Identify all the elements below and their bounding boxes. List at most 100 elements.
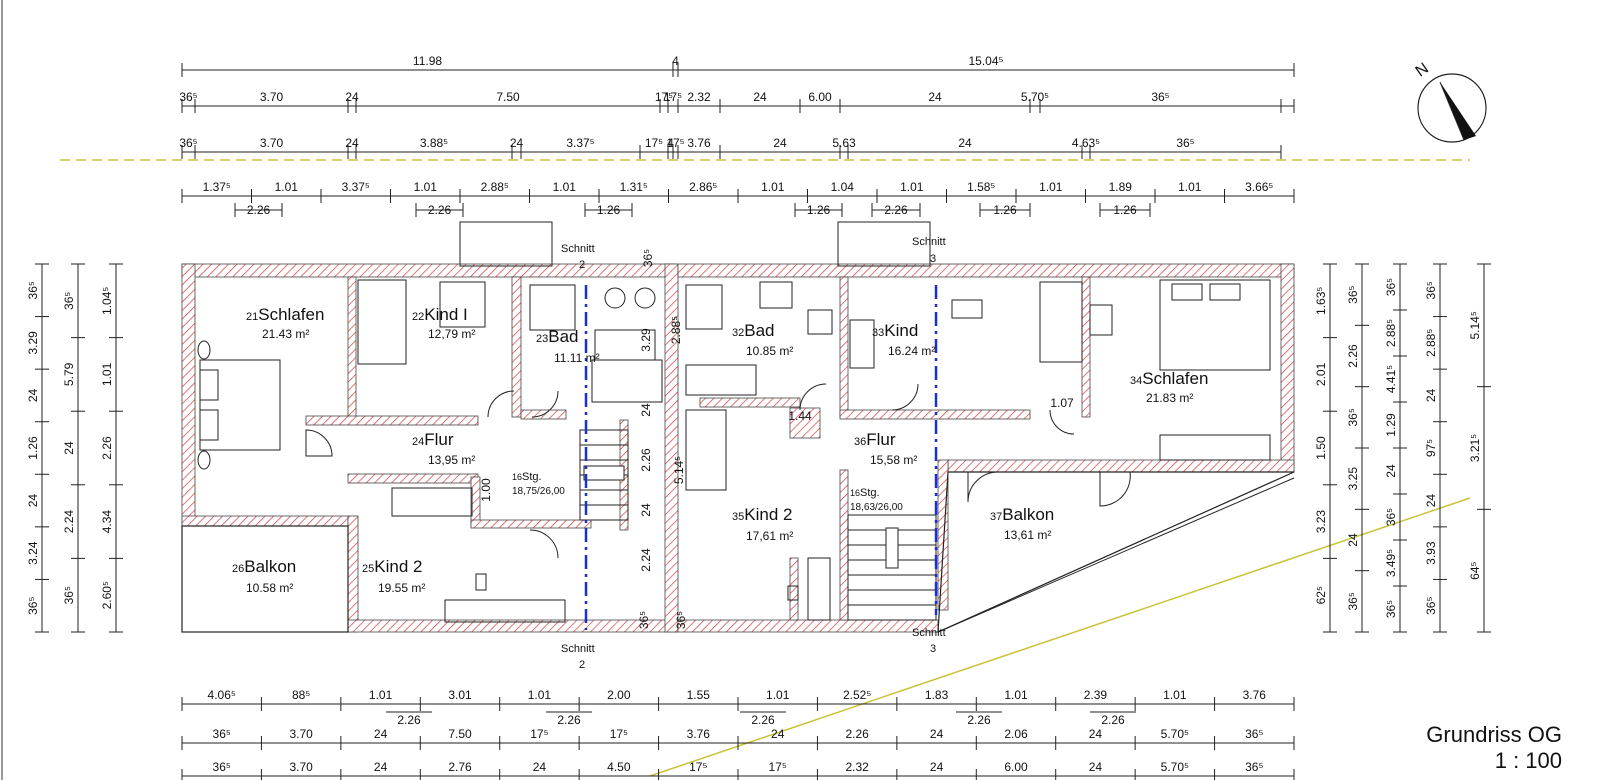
dim-label: 24 <box>1089 760 1103 774</box>
dim-label: 2.26 <box>845 727 869 741</box>
dim-label: 36⁵ <box>26 281 40 299</box>
dim-label: 2.39 <box>1084 688 1108 702</box>
dim-label: 88⁵ <box>292 688 310 702</box>
dim-label: 24 <box>26 494 40 508</box>
dim-label: 36⁵ <box>1151 90 1169 104</box>
dim-label: 1.01 <box>553 180 577 194</box>
dim-label: 36⁵ <box>1424 281 1438 299</box>
drawing-scale: 1 : 100 <box>1494 748 1562 773</box>
dim-label: 36⁵ <box>62 292 76 310</box>
inner-dim-label: 1.07 <box>1050 396 1074 410</box>
dim-label: 1.83 <box>925 688 949 702</box>
dim-label: 62⁵ <box>1314 586 1328 604</box>
dim-label: 36⁵ <box>62 586 76 604</box>
room-23-area: 11.11 m² <box>554 351 600 365</box>
dim-label: 24 <box>1346 533 1360 547</box>
room-35-area: 17,61 m² <box>746 529 793 543</box>
dim-label: 36⁵ <box>1424 597 1438 615</box>
dim-label: 7.50 <box>496 90 520 104</box>
dim-label: 5.70⁵ <box>1021 90 1049 104</box>
dim-label: 1.26 <box>1113 203 1137 217</box>
dim-label: 24 <box>930 727 944 741</box>
dim-label: 17⁵ <box>610 727 628 741</box>
dim-label: 2.24 <box>62 510 76 534</box>
dim-label: 1.50 <box>1314 436 1328 460</box>
dim-label: 24 <box>958 136 972 150</box>
room-37-area: 13,61 m² <box>1004 528 1051 542</box>
dim-label: 17⁵ <box>664 90 682 104</box>
room-21-name: 21Schlafen <box>246 305 324 324</box>
inner-dim-label: 2.26 <box>639 448 653 472</box>
dim-label: 24 <box>510 136 524 150</box>
dim-label: 36⁵ <box>1384 508 1398 526</box>
stair-left-spec: 18,75/26,00 <box>512 486 565 497</box>
room-26-name: 26Balkon <box>232 557 296 576</box>
dim-label: 24 <box>345 90 359 104</box>
dim-label: 17⁵ <box>666 136 684 150</box>
dim-label: 1.01 <box>100 362 114 386</box>
dim-label: 4.63⁵ <box>1072 136 1100 150</box>
dim-label: 1.01 <box>900 180 924 194</box>
north-label: N <box>1413 60 1432 81</box>
dim-label: 36⁵ <box>179 90 197 104</box>
dim-label: 3.66⁵ <box>1245 180 1273 194</box>
dim-label: 1.55 <box>687 688 711 702</box>
section-marker-top-3-num: 3 <box>930 253 936 265</box>
balcony-37-outline <box>937 471 1295 633</box>
dim-label: 1.01 <box>1039 180 1063 194</box>
inner-dim-label: 1.44 <box>788 409 812 423</box>
inner-dim-label: 1.00 <box>479 478 493 502</box>
inner-dim-label: 36⁵ <box>641 249 655 267</box>
section-marker-top-2-num: 2 <box>579 259 585 271</box>
dim-label: 1.04 <box>831 180 855 194</box>
dim-label: 1.01 <box>275 180 299 194</box>
dim-label: 1.31⁵ <box>620 180 648 194</box>
dim-label: 97⁵ <box>1424 439 1438 457</box>
dim-label: 6.00 <box>808 90 832 104</box>
dim-label: 2.00 <box>607 688 631 702</box>
dim-label: 24 <box>771 727 785 741</box>
stair-right-spec: 18,63/26,00 <box>850 502 903 513</box>
dim-label: 2.01 <box>1314 362 1328 386</box>
room-21-area: 21.43 m² <box>262 327 309 341</box>
dim-label: 3.24 <box>26 541 40 565</box>
stair-left <box>579 429 629 521</box>
dim-label: 24 <box>374 760 388 774</box>
dim-label: 17⁵ <box>530 727 548 741</box>
dim-label: 36⁵ <box>1176 136 1194 150</box>
room-32-name: 32Bad <box>732 321 775 340</box>
dim-label: 3.70 <box>289 727 313 741</box>
dim-label: 6.00 <box>1004 760 1028 774</box>
dim-label: 2.26 <box>1101 713 1125 727</box>
title-block: Grundriss OG 1 : 100 <box>1426 722 1562 774</box>
dim-label: 1.01 <box>414 180 438 194</box>
dim-label: 1.01 <box>528 688 552 702</box>
dim-label: 4.06⁵ <box>208 688 236 702</box>
door-swings <box>305 383 1131 559</box>
inner-dim-label: 36⁵ <box>637 611 651 629</box>
dim-label: 64⁵ <box>1468 561 1482 579</box>
dim-label: 2.88⁵ <box>1424 329 1438 357</box>
dim-label: 4.41⁵ <box>1384 365 1398 393</box>
room-24-area: 13,95 m² <box>428 453 475 467</box>
dim-label: 3.93 <box>1424 541 1438 565</box>
north-arrow: N <box>1413 60 1487 143</box>
section-marker-bottom-2: Schnitt <box>561 643 595 655</box>
dim-label: 36⁵ <box>1245 760 1263 774</box>
dim-label: 2.26 <box>428 203 452 217</box>
dim-label: 2.52⁵ <box>843 688 871 702</box>
section-marker-bottom-2-num: 2 <box>579 659 585 671</box>
room-24-name: 24Flur <box>412 430 454 449</box>
inner-dim-label: 36⁵ <box>674 611 688 629</box>
dim-label: 3.76 <box>687 136 711 150</box>
dim-label: 5.79 <box>62 362 76 386</box>
dim-label: 4.50 <box>607 760 631 774</box>
dim-label: 3.01 <box>448 688 472 702</box>
dim-label: 7.50 <box>448 727 472 741</box>
dim-label: 36⁵ <box>1384 278 1398 296</box>
dim-label: 2.26 <box>884 203 908 217</box>
dim-label: 24 <box>930 760 944 774</box>
dim-label: 1.01 <box>1163 688 1187 702</box>
dim-label: 24 <box>1384 464 1398 478</box>
